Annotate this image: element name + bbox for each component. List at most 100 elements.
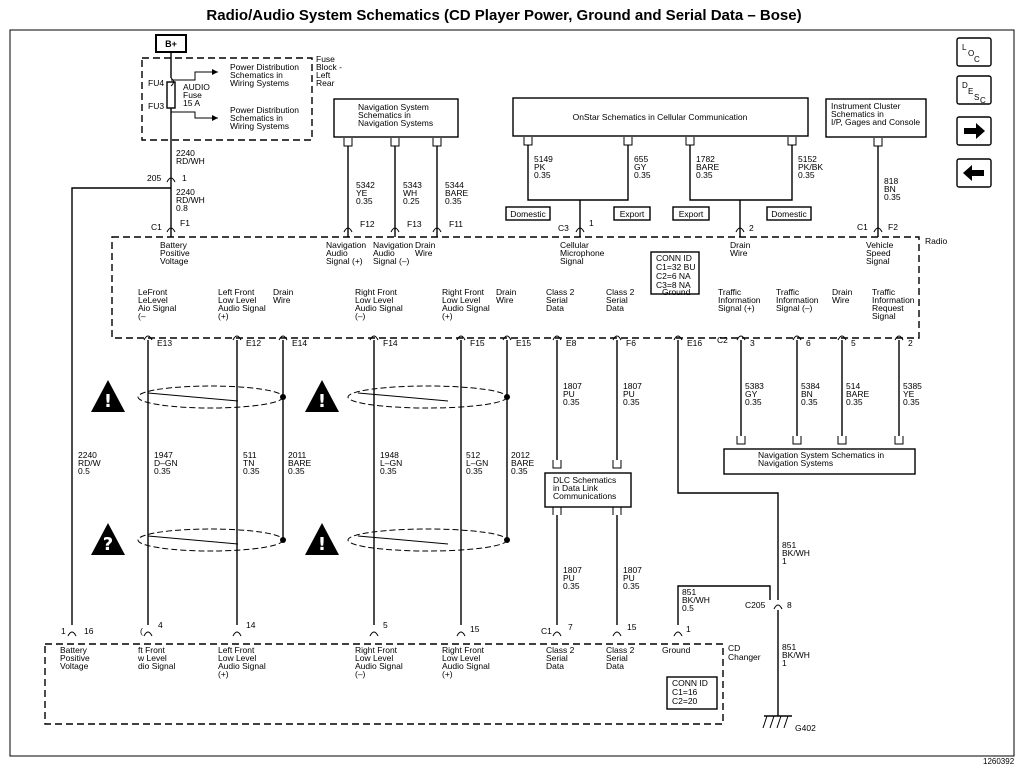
radio-function-label: Vehicle <box>866 240 894 250</box>
power-distribution-ref: Power Distribution <box>230 105 299 115</box>
cable-shield <box>347 385 508 409</box>
radio-function-label: Wire <box>415 248 433 258</box>
wire <box>171 71 218 81</box>
pin-number: F1 <box>180 218 190 228</box>
pin-number: 15 <box>470 624 480 634</box>
pin-number: 1 <box>61 626 66 636</box>
connector-symbol <box>278 335 288 341</box>
pin-number: 5 <box>383 620 388 630</box>
radio-function-label: Information <box>776 295 819 305</box>
radio-function-label: Signal (+) <box>718 303 755 313</box>
onstar-box <box>512 97 809 137</box>
pin-number: 3 <box>750 338 755 348</box>
ground-wire <box>677 340 779 600</box>
splice-id: 205 <box>147 173 161 183</box>
wire-label: GY <box>745 389 758 399</box>
cable-shield <box>137 385 284 409</box>
battery-wire-left <box>71 187 171 625</box>
pin-number: ( <box>140 626 143 636</box>
wire-label: WH <box>403 188 417 198</box>
page-title-text: Radio/Audio System Schematics (CD Player… <box>206 7 801 24</box>
ipc-ref: Instrument Cluster <box>831 101 901 111</box>
wire-label: 1807 <box>563 565 582 575</box>
fuse-block-label: Rear <box>316 78 335 88</box>
connector-symbol <box>67 631 77 637</box>
radio-function-label: Drain <box>273 287 294 297</box>
radio-function-label: Serial <box>606 295 628 305</box>
cd-function-label: Right Front <box>355 645 398 655</box>
cd-function-label: Low Level <box>355 653 393 663</box>
option-label: Domestic <box>510 209 546 219</box>
connector-symbol <box>432 227 442 233</box>
cd-function-label: dio Signal <box>138 661 175 671</box>
previous-page-button[interactable] <box>956 158 992 188</box>
wire-label: 5344 <box>445 180 464 190</box>
connector-symbol <box>736 335 746 341</box>
ground-id: G402 <box>795 723 816 733</box>
power-distribution-ref: Wiring Systems <box>230 78 289 88</box>
pin-number: 1 <box>686 624 691 634</box>
conn-id-text: C2=6 NA <box>656 271 691 281</box>
power-distribution-ref: Wiring Systems <box>230 121 289 131</box>
radio-function-label: Data <box>546 303 564 313</box>
wire-label: YE <box>903 389 915 399</box>
pin-number: E12 <box>246 338 261 348</box>
location-button[interactable]: LOC <box>956 37 992 67</box>
cd-function-label: Ground <box>662 645 691 655</box>
wire-label: L–GN <box>466 458 488 468</box>
wire-label: BK/WH <box>782 548 810 558</box>
radio-function-label: Traffic <box>776 287 800 297</box>
connector-bracket <box>612 506 622 515</box>
nav-letter: D <box>962 81 968 90</box>
connector-symbol <box>390 227 400 233</box>
radio-function-label: Positive <box>160 248 190 258</box>
cd-function-label: Audio Signal <box>218 661 266 671</box>
wire-label: 0.35 <box>884 192 901 202</box>
wire-label: BARE <box>445 188 468 198</box>
ground-icon <box>762 715 792 729</box>
connector-id: C1 <box>857 222 868 232</box>
radio-function-label: Class 2 <box>606 287 635 297</box>
twist-line <box>147 535 239 545</box>
cd-function-label: Left Front <box>218 645 255 655</box>
connector-id: C1 <box>151 222 162 232</box>
next-page-button[interactable] <box>956 116 992 146</box>
connector-symbol <box>502 335 512 341</box>
radio-function-label: Wire <box>730 248 748 258</box>
connector-id: C1 <box>541 626 552 636</box>
wire-label: RD/WH <box>176 195 205 205</box>
dlc-ref: DLC Schematics <box>553 475 616 485</box>
connector-symbol <box>612 631 622 637</box>
connector-symbol <box>792 335 802 341</box>
pin-number: 2 <box>908 338 913 348</box>
wire-label: RD/W <box>78 458 101 468</box>
pin-number: F12 <box>360 219 375 229</box>
audio-fuse-label: 15 A <box>183 98 200 108</box>
connector-symbol <box>166 177 176 183</box>
wire-label: 0.5 <box>78 466 90 476</box>
wire-label: PK <box>534 162 546 172</box>
radio-function-label: Audio Signal <box>442 303 490 313</box>
pin-number: 5 <box>851 338 856 348</box>
wire <box>171 111 218 119</box>
svg-text:!: ! <box>318 391 326 412</box>
radio-function-label: Drain <box>415 240 436 250</box>
radio-function-label: Low Level <box>442 295 480 305</box>
wire-label: 0.5 <box>682 603 694 613</box>
connector-symbol <box>552 631 562 637</box>
fuse-curve <box>170 77 174 87</box>
pin-number: 4 <box>158 620 163 630</box>
conn-id-text: C3=8 NA <box>656 280 691 290</box>
cd-function-label: Right Front <box>442 645 485 655</box>
wire <box>740 192 793 201</box>
radio-function-label: (+) <box>442 311 453 321</box>
option-box <box>613 206 651 221</box>
outer-frame <box>9 29 1015 757</box>
wire-label: BARE <box>511 458 534 468</box>
conn-id-text: C1=16 <box>672 687 698 697</box>
radio-function-label: Low Level <box>218 295 256 305</box>
cd-function-label: Class 2 <box>606 645 635 655</box>
radio-function-label: (– <box>138 311 146 321</box>
